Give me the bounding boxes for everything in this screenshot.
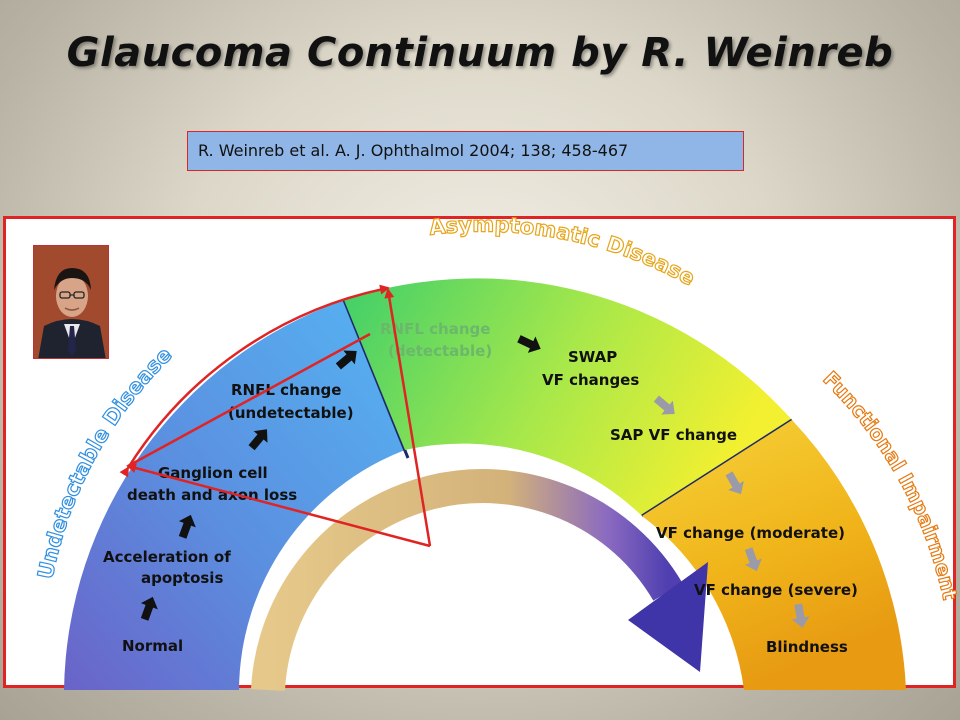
step-rnfl-detectable-line1: RNFL change <box>380 320 490 338</box>
red-line-apex-to-ganglion <box>126 463 431 548</box>
arrow-severe-to-blindness <box>791 603 810 628</box>
step-apoptosis-line1: Acceleration of <box>103 548 231 566</box>
progression-arc <box>251 469 683 691</box>
step-vf-severe: VF change (severe) <box>694 581 858 599</box>
step-rnfl-detectable-line2: (detectable) <box>388 342 492 360</box>
step-swap-line1: SWAP <box>568 348 617 366</box>
red-annotation-arc <box>119 284 390 478</box>
asymptomatic-sector <box>344 278 792 516</box>
step-rnfl-undetectable-line1: RNFL change <box>231 381 341 399</box>
arrow-swap-to-sap <box>653 395 675 415</box>
red-line-apex-to-detectable <box>384 288 432 547</box>
red-line-ganglion-to-detectable <box>127 332 371 468</box>
portrait-photo <box>33 245 109 359</box>
step-blindness: Blindness <box>766 638 848 656</box>
step-vf-moderate: VF change (moderate) <box>656 524 845 542</box>
arrow-apoptosis-to-ganglion <box>178 514 196 539</box>
step-swap-line2: VF changes <box>542 371 639 389</box>
progression-arrowhead <box>628 562 708 672</box>
step-rnfl-undetectable-line2: (undetectable) <box>228 404 354 422</box>
portrait-illustration <box>34 246 108 358</box>
red-annotation <box>119 284 432 548</box>
step-sap: SAP VF change <box>610 426 737 444</box>
functional-sector <box>642 420 906 690</box>
step-apoptosis-line2: apoptosis <box>141 569 223 587</box>
slide-title: Glaucoma Continuum by R. Weinreb <box>66 30 894 76</box>
arrow-normal-to-apoptosis <box>140 596 158 621</box>
arrow-moderate-to-severe <box>744 547 762 572</box>
arrow-sap-to-moderate <box>725 471 744 495</box>
reference-citation: R. Weinreb et al. A. J. Ophthalmol 2004;… <box>187 131 744 171</box>
step-normal: Normal <box>122 637 183 655</box>
arrow-detectable-to-swap <box>517 335 541 353</box>
